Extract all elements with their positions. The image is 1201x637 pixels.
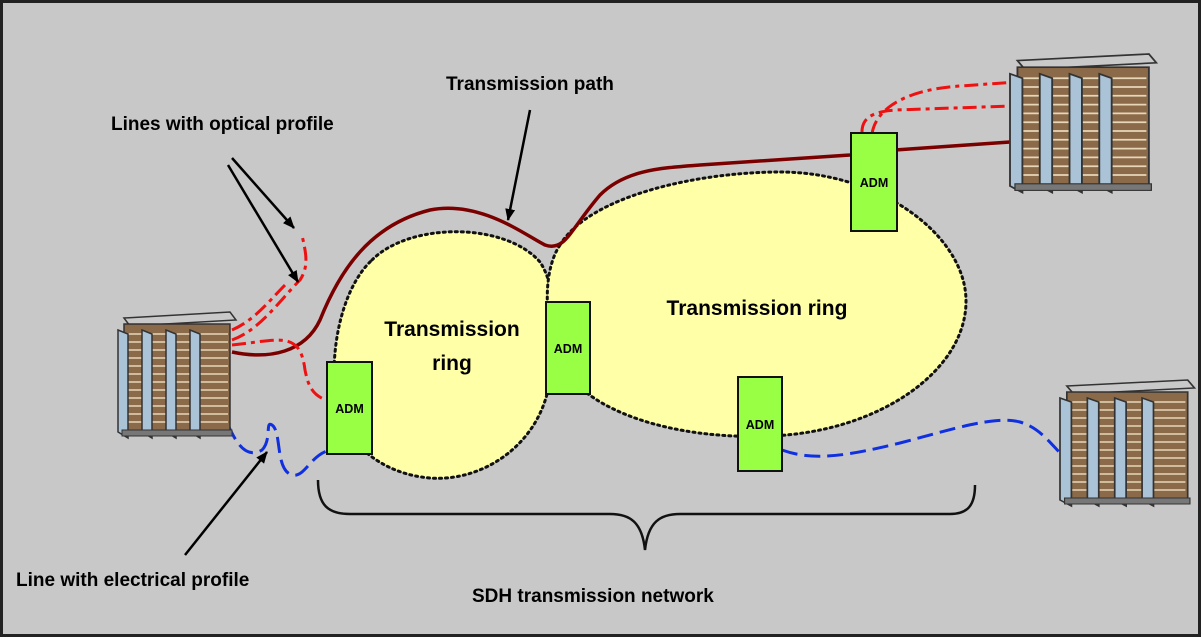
optical-line-left-b bbox=[231, 283, 287, 332]
adm-node: ADM bbox=[737, 376, 783, 472]
adm-nodes: ADM ADM ADM ADM bbox=[326, 132, 898, 472]
adm-label: ADM bbox=[746, 418, 774, 432]
optical-line-right-b bbox=[870, 80, 1017, 135]
arrow-optical-a bbox=[231, 157, 295, 229]
adm-label: ADM bbox=[335, 402, 363, 416]
network-brace bbox=[316, 479, 977, 551]
equipment-rack-icon bbox=[1009, 53, 1158, 194]
label-transmission-path: Transmission path bbox=[446, 74, 614, 95]
optical-line-left-c bbox=[231, 338, 327, 402]
equipment-rack-icon bbox=[1059, 379, 1196, 507]
label-lines-optical-profile: Lines with optical profile bbox=[111, 114, 334, 135]
label-line-electrical-profile: Line with electrical profile bbox=[16, 570, 249, 591]
ring-large bbox=[545, 170, 968, 438]
annotation-arrows bbox=[184, 109, 532, 556]
label-ring-small-line1: Transmission bbox=[384, 318, 519, 341]
electrical-line-right bbox=[781, 418, 1064, 458]
arrow-optical-b bbox=[226, 164, 300, 283]
equipment-rack-icon bbox=[117, 311, 237, 439]
optical-line-right-a bbox=[860, 104, 1013, 133]
arrow-transmission-path bbox=[505, 109, 532, 221]
label-sdh-bold: SDH bbox=[472, 586, 512, 607]
optical-line-left-a bbox=[231, 234, 308, 342]
electrical-lines bbox=[226, 418, 1064, 477]
transmission-rings bbox=[332, 170, 968, 480]
label-network-rest: transmission network bbox=[512, 586, 714, 607]
adm-label: ADM bbox=[554, 342, 582, 356]
label-ring-large: Transmission ring bbox=[667, 297, 848, 320]
optical-lines bbox=[231, 80, 1017, 402]
label-sdh-network: SDH transmission network bbox=[472, 586, 714, 607]
label-ring-small-line2: ring bbox=[432, 352, 472, 375]
adm-node: ADM bbox=[326, 361, 373, 455]
adm-node: ADM bbox=[850, 132, 898, 232]
adm-node: ADM bbox=[545, 301, 591, 395]
transmission-path-line bbox=[231, 140, 1011, 357]
arrow-electrical bbox=[184, 451, 268, 556]
electrical-line-left bbox=[226, 422, 331, 477]
adm-label: ADM bbox=[860, 176, 888, 190]
